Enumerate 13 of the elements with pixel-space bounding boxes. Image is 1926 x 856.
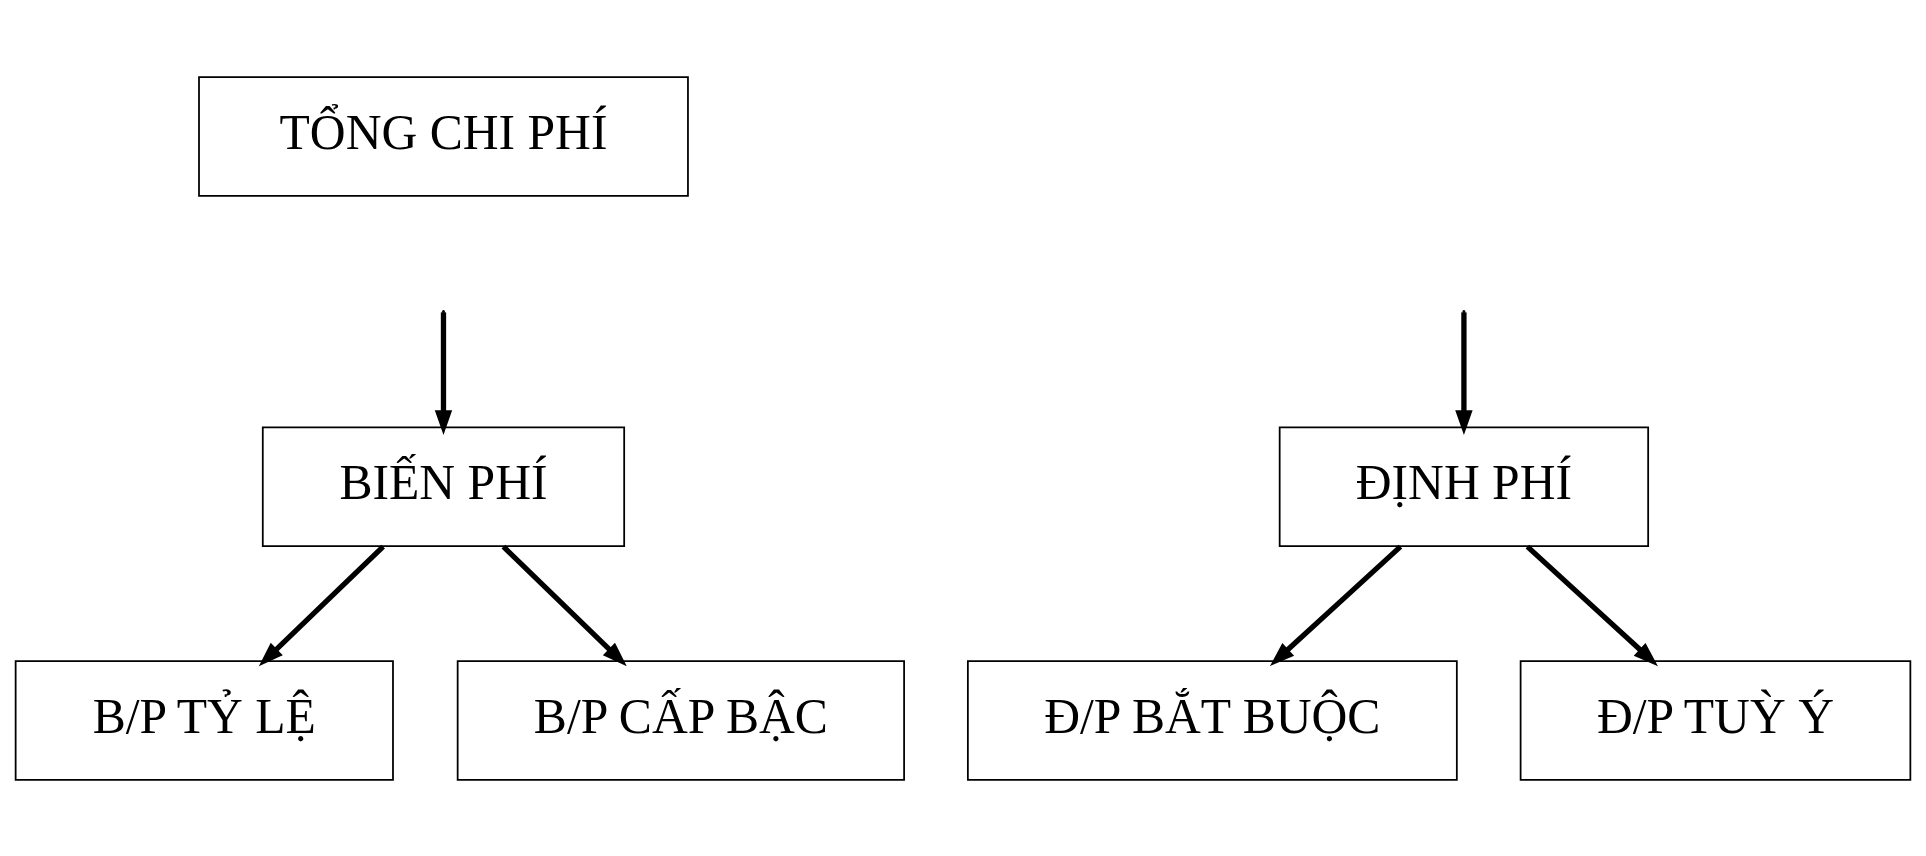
- node-box: Đ/P BẮT BUỘC: [967, 659, 1458, 781]
- node-box: BIẾN PHÍ: [261, 426, 626, 547]
- node-box: B/P CẤP BẬC: [456, 659, 905, 781]
- arrow: [258, 544, 385, 666]
- arrow: [1269, 544, 1403, 666]
- node-box: ĐỊNH PHÍ: [1278, 426, 1650, 547]
- arrow: [501, 544, 627, 666]
- arrow: [1525, 544, 1658, 666]
- node-box: Đ/P TUỲ Ý: [1519, 659, 1912, 781]
- node-box: TỔNG CHI PHÍ: [198, 75, 689, 197]
- arrow: [1455, 311, 1473, 435]
- arrow: [434, 311, 453, 435]
- node-box: B/P TỶ LỆ: [14, 659, 394, 781]
